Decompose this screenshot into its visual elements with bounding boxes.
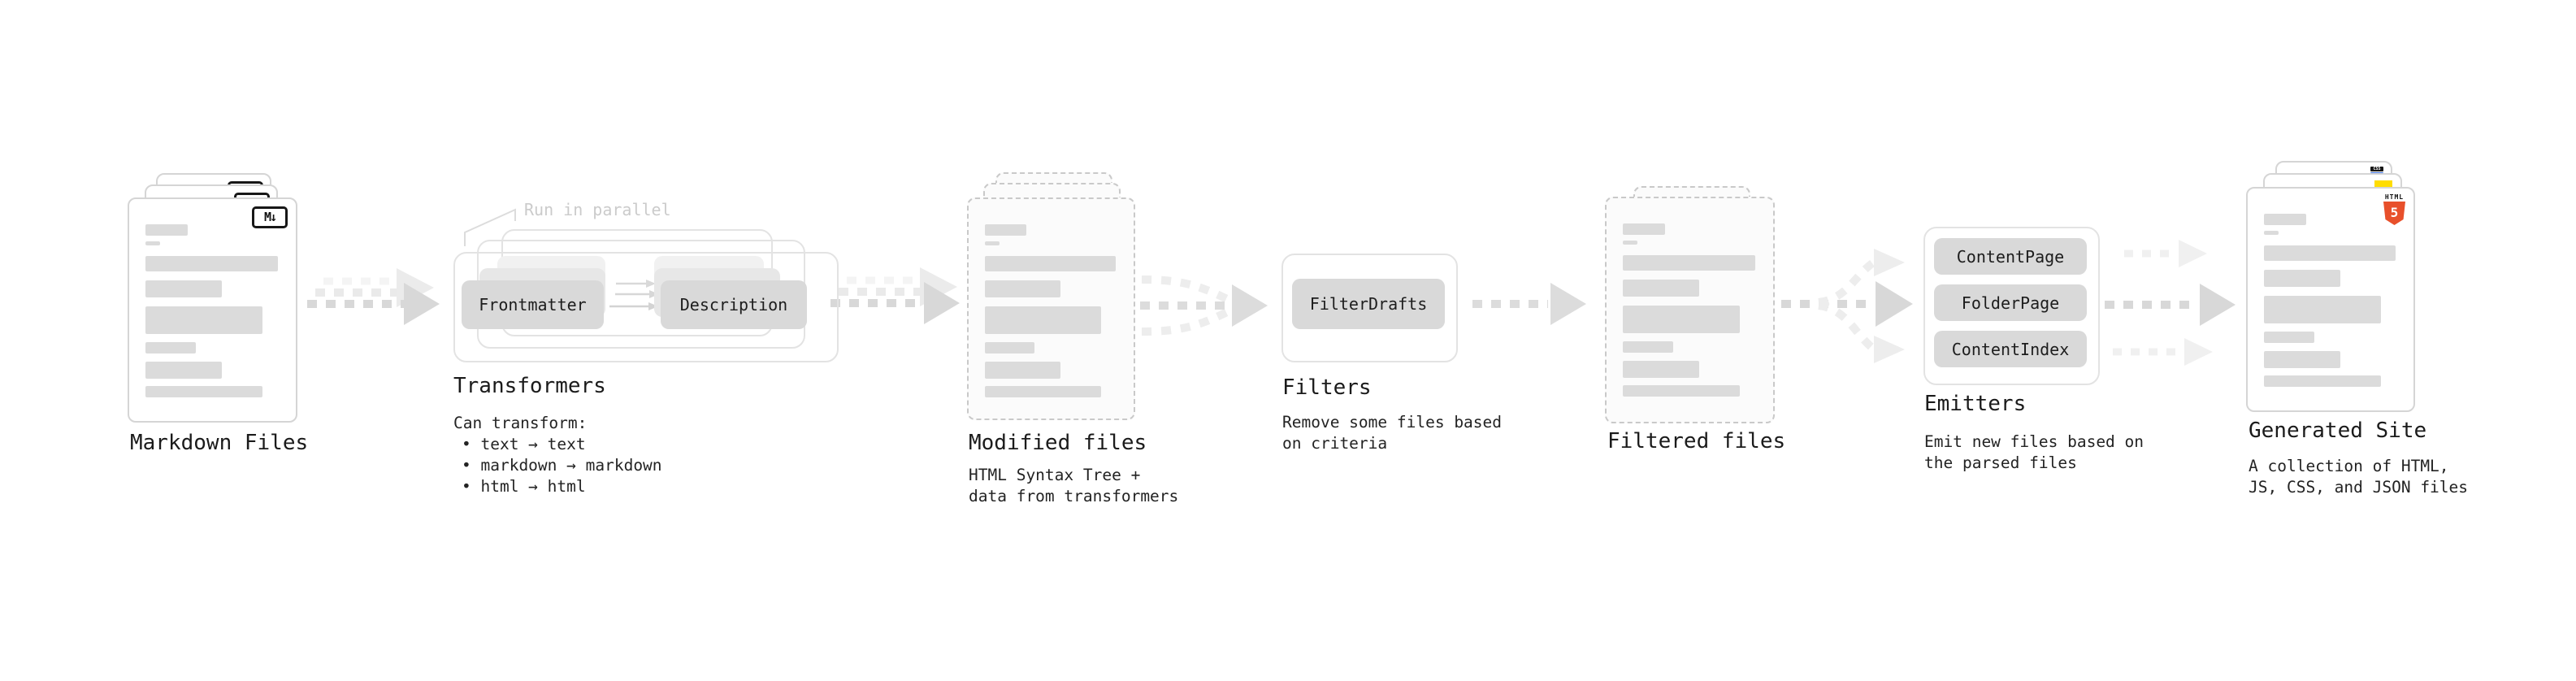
markdown-file-card: M↓	[128, 197, 297, 423]
js-file-icon	[2374, 180, 2392, 188]
transformers-bullets: • text → text • markdown → markdown • ht…	[462, 434, 662, 497]
arrow-emitters-to-generated	[2105, 240, 2236, 366]
filtered-file-card	[1605, 197, 1775, 423]
contentindex-emitter-button: ContentIndex	[1934, 331, 2087, 367]
file-content-bars	[2264, 214, 2400, 387]
stage-label-emitters: Emitters	[1924, 392, 2027, 416]
desc-line: on criteria	[1282, 434, 1388, 453]
file-content-bars	[145, 224, 282, 397]
stage-label-filters: Filters	[1282, 375, 1372, 400]
desc-line: A collection of HTML,	[2249, 457, 2449, 475]
html5-icon: HTML 5	[2383, 193, 2405, 225]
desc-line: Remove some files based	[1282, 413, 1503, 432]
generated-site-desc: A collection of HTML, JS, CSS, and JSON …	[2249, 456, 2468, 498]
arrow-filters-to-filtered	[1472, 283, 1586, 325]
stage-label-filtered-files: Filtered files	[1607, 429, 1786, 453]
desc-line: HTML Syntax Tree +	[969, 466, 1141, 484]
emitters-desc: Emit new files based on the parsed files	[1924, 432, 2144, 474]
contentpage-emitter-button: ContentPage	[1934, 238, 2087, 275]
stage-label-markdown-files: Markdown Files	[130, 431, 309, 455]
modified-file-card	[967, 197, 1135, 420]
description-transformer-button: Description	[661, 280, 807, 329]
bullet-line: • html → html	[462, 477, 586, 496]
modified-files-desc: HTML Syntax Tree + data from transformer…	[969, 465, 1178, 507]
desc-line: Emit new files based on	[1924, 432, 2144, 451]
bullet-line: • markdown → markdown	[462, 456, 662, 475]
stage-label-transformers: Transformers	[453, 374, 606, 398]
filters-box	[1281, 254, 1458, 362]
stage-label-generated-site: Generated Site	[2249, 419, 2427, 443]
arrow-modified-to-filters	[1140, 275, 1268, 336]
arrow-transformers-to-modified	[830, 267, 960, 324]
html-file-card: HTML 5	[2246, 187, 2415, 412]
transformers-desc-title: Can transform:	[453, 414, 588, 432]
markdown-icon: M↓	[252, 206, 288, 228]
filterdrafts-filter-button: FilterDrafts	[1292, 279, 1445, 329]
folderpage-emitter-button: FolderPage	[1934, 284, 2087, 321]
desc-line: the parsed files	[1924, 453, 2077, 472]
file-content-bars	[1623, 223, 1759, 397]
arrow-markdown-to-transformers	[307, 268, 440, 325]
desc-line: data from transformers	[969, 487, 1179, 505]
transformer-box	[453, 252, 839, 362]
emitters-box	[1923, 227, 2100, 385]
file-content-bars	[985, 224, 1120, 397]
stage-label-modified-files: Modified files	[969, 431, 1147, 455]
desc-line: JS, CSS, and JSON files	[2249, 478, 2469, 497]
frontmatter-transformer-button: Frontmatter	[462, 280, 604, 329]
filters-desc: Remove some files based on criteria	[1282, 412, 1502, 454]
arrow-filtered-to-emitters	[1781, 249, 1913, 363]
bullet-line: • text → text	[462, 435, 586, 453]
run-in-parallel-note: Run in parallel	[524, 200, 671, 219]
